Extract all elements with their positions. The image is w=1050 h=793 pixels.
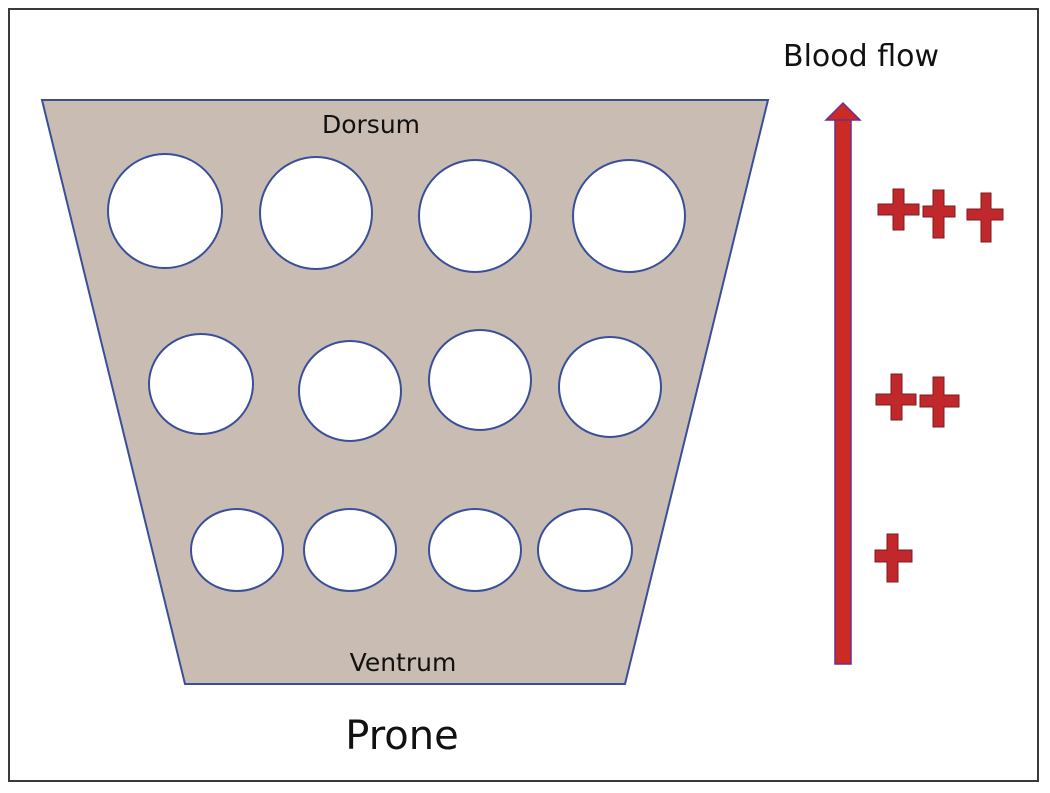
alveolus-dorsal — [418, 159, 532, 273]
alveolus-middle — [148, 333, 254, 435]
alveolus-ventral — [428, 508, 522, 592]
alveolus-ventral — [303, 508, 397, 592]
ventrum-label: Ventrum — [350, 648, 457, 677]
blood-flow-label: Blood flow — [783, 39, 939, 74]
caption-prone: Prone — [345, 713, 458, 759]
flow-level-high — [877, 188, 1004, 243]
alveolus-ventral — [537, 508, 633, 592]
blood-flow-arrow — [824, 101, 862, 665]
alveolus-dorsal — [259, 156, 373, 270]
alveolus-middle — [558, 336, 662, 438]
alveolus-middle — [428, 329, 532, 431]
alveolus-dorsal — [107, 153, 223, 269]
dorsum-label: Dorsum — [322, 110, 420, 139]
flow-level-medium — [875, 373, 960, 428]
flow-level-low — [874, 533, 913, 583]
alveolus-ventral — [190, 508, 284, 592]
alveolus-middle — [298, 340, 402, 442]
figure-frame — [8, 8, 1039, 782]
alveolus-dorsal — [572, 159, 686, 273]
